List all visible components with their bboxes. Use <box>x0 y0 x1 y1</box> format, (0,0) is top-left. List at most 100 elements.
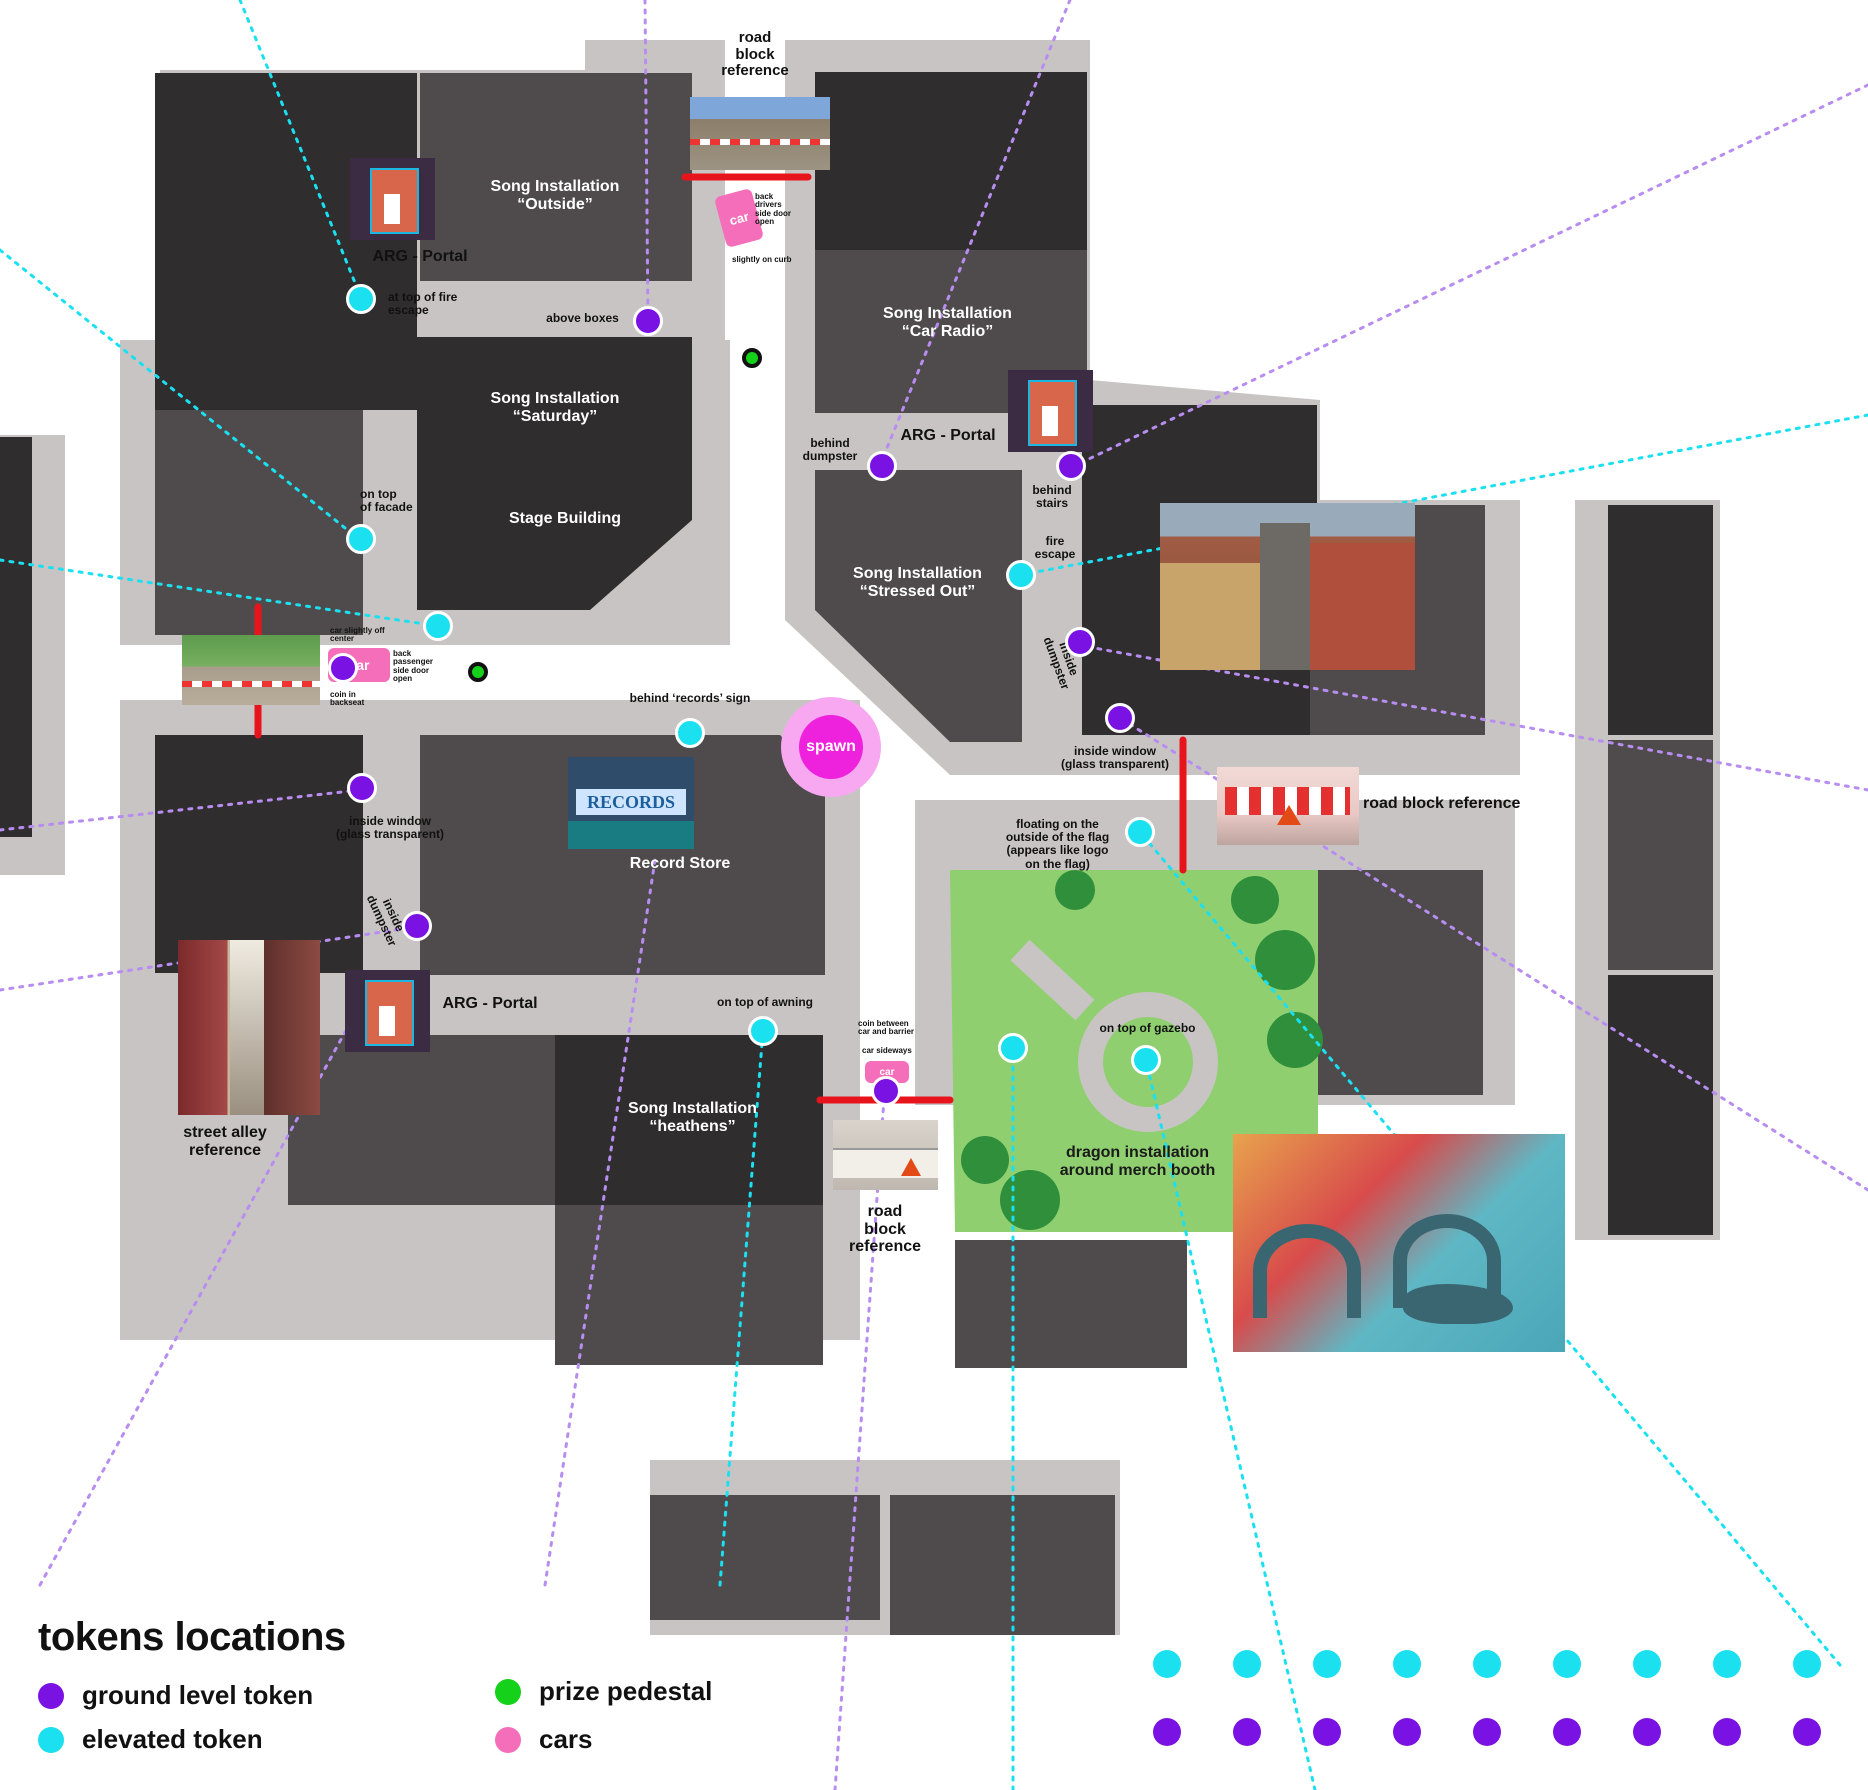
tally-ground-dot <box>1153 1718 1181 1746</box>
tally-elevated-dot <box>1473 1650 1501 1678</box>
note-on-awning: on top of awning <box>717 995 813 1009</box>
tiny-car-left-doors: back passenger side door open <box>393 649 434 684</box>
arg-portal-label-1: ARG - Portal <box>372 248 468 265</box>
tally-elevated-dot <box>1713 1650 1741 1678</box>
note-inside-window-right: inside window (glass transparent) <box>1060 744 1170 772</box>
elevated-token <box>675 718 705 748</box>
record-store-label: Record Store <box>629 855 731 872</box>
elevated-token <box>748 1016 778 1046</box>
note-above-boxes: above boxes <box>546 311 619 325</box>
arg-portal-image <box>1008 370 1093 452</box>
prize-pedestal <box>468 662 488 682</box>
legend-ground-label: ground level token <box>82 1680 314 1710</box>
tiny-car-bottom-sideways: car sideways <box>862 1046 912 1055</box>
records-photo: RECORDS <box>568 757 694 849</box>
elevated-token-swatch <box>38 1726 64 1753</box>
elevated-token <box>998 1033 1028 1063</box>
tally-elevated-dot <box>1633 1650 1661 1678</box>
tiny-car-bottom-coin: coin between car and barrier <box>858 1019 915 1037</box>
dragon-photo <box>1233 1134 1565 1352</box>
road-block-reference-right: road block reference <box>1363 795 1521 812</box>
tally-ground-dot <box>1713 1718 1741 1746</box>
ground-token <box>347 773 377 803</box>
arg-portal-image <box>350 158 435 240</box>
city-buildings-photo <box>1160 503 1415 670</box>
legend-ground: ground level token <box>38 1680 313 1711</box>
elevated-token <box>1006 560 1036 590</box>
song-heathens-label: Song Installation “heathens” <box>628 1100 757 1136</box>
street-alley-reference: street alley reference <box>183 1124 267 1159</box>
legend-title: tokens locations <box>38 1615 346 1659</box>
legend-cars: cars <box>495 1724 593 1755</box>
note-records-sign: behind ‘records’ sign <box>629 691 751 705</box>
song-car-radio-label: Song Installation “Car Radio” <box>883 305 1012 341</box>
elevated-token <box>346 284 376 314</box>
road-block-photo-left <box>182 635 320 705</box>
tiny-car-left-center: car slightly off center <box>330 626 385 644</box>
car-bottom: car <box>865 1061 909 1083</box>
note-behind-dumpster: behind dumpster <box>802 436 858 464</box>
note-fire-escape-top: at top of fire escape <box>388 290 458 318</box>
dragon-installation-label: dragon installation around merch booth <box>1059 1144 1216 1180</box>
tally-ground-dot <box>1553 1718 1581 1746</box>
ground-token <box>402 911 432 941</box>
legend-pedestal: prize pedestal <box>495 1676 712 1707</box>
ground-token <box>867 451 897 481</box>
tally-ground-dot <box>1393 1718 1421 1746</box>
tiny-car-left-coin: coin in backseat <box>330 690 365 708</box>
legend-pedestal-label: prize pedestal <box>539 1676 713 1706</box>
spawn-label: spawn <box>799 715 863 779</box>
legend-cars-label: cars <box>539 1724 593 1754</box>
tiny-car-top-curb: slightly on curb <box>732 255 792 264</box>
tally-elevated-dot <box>1393 1650 1421 1678</box>
song-saturday-label: Song Installation “Saturday” <box>490 390 620 426</box>
note-flag: floating on the outside of the flag (app… <box>1005 817 1110 871</box>
records-sign: RECORDS <box>576 789 686 815</box>
song-stressed-out-label: Song Installation “Stressed Out” <box>853 565 982 601</box>
tally-ground-dot <box>1233 1718 1261 1746</box>
note-gazebo: on top of gazebo <box>1099 1021 1196 1035</box>
tiny-car-top-doors: back drivers side door open <box>755 192 792 227</box>
ground-token-swatch <box>38 1682 64 1709</box>
road-block-reference-top: road block reference <box>721 29 789 79</box>
arg-portal-label-2: ARG - Portal <box>900 427 996 444</box>
road-block-photo-right <box>1217 767 1359 845</box>
note-facade: on top of facade <box>360 487 413 515</box>
street-alley-photo <box>178 940 320 1115</box>
prize-pedestal <box>742 348 762 368</box>
elevated-token <box>423 611 453 641</box>
tally-elevated-dot <box>1793 1650 1821 1678</box>
stage-building-label: Stage Building <box>509 510 621 527</box>
cars-swatch <box>495 1726 521 1753</box>
pedestal-swatch <box>495 1678 521 1705</box>
ground-token <box>1105 703 1135 733</box>
elevated-token <box>1125 817 1155 847</box>
ground-token <box>1065 627 1095 657</box>
tally-ground-dot <box>1473 1718 1501 1746</box>
tally-elevated-dot <box>1233 1650 1261 1678</box>
song-outside-label: Song Installation “Outside” <box>490 178 620 214</box>
road-block-photo-bottom <box>833 1120 938 1190</box>
tally-elevated-dot <box>1153 1650 1181 1678</box>
ground-token <box>633 306 663 336</box>
legend-elevated: elevated token <box>38 1724 263 1755</box>
legend-elevated-label: elevated token <box>82 1724 263 1754</box>
spawn-point: spawn <box>781 697 881 797</box>
note-behind-stairs: behind stairs <box>1032 483 1072 511</box>
ground-token <box>871 1076 901 1106</box>
tally-ground-dot <box>1793 1718 1821 1746</box>
tally-ground-dot <box>1313 1718 1341 1746</box>
arg-portal-label-3: ARG - Portal <box>442 995 538 1012</box>
elevated-token <box>1131 1045 1161 1075</box>
ground-token <box>1056 451 1086 481</box>
road-block-photo-top <box>690 97 830 170</box>
elevated-token <box>346 524 376 554</box>
arg-portal-image <box>345 970 430 1052</box>
tally-ground-dot <box>1633 1718 1661 1746</box>
road-block-reference-bottom: road block reference <box>848 1203 922 1256</box>
ground-token <box>328 653 358 683</box>
tally-elevated-dot <box>1313 1650 1341 1678</box>
note-fire-escape-right: fire escape <box>1034 534 1076 562</box>
